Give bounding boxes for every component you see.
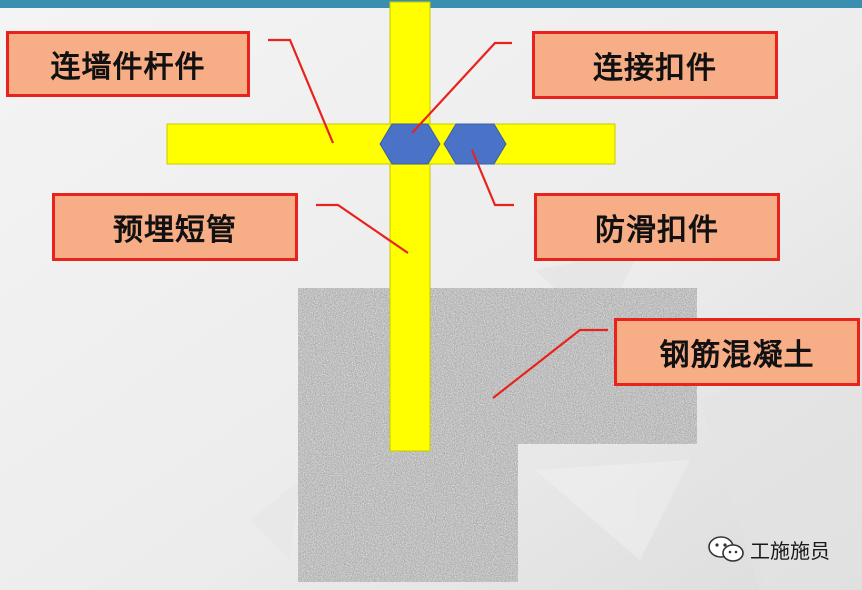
background-decor: [250, 250, 862, 590]
coupling-fastener-shape: [379, 123, 441, 165]
leader-line-anti-slip-fastener: [470, 149, 514, 207]
watermark: 工施施员: [706, 534, 830, 564]
anti-slip-fastener-shape: [443, 123, 507, 165]
leader-line-coupling-fastener: [411, 41, 512, 134]
label-embedded-short-pipe: 预埋短管: [52, 193, 298, 261]
wechat-icon: [708, 536, 744, 562]
leader-line-wall-tie: [268, 38, 335, 144]
label-wall-tie-member: 连墙件杆件: [6, 31, 250, 97]
watermark-text: 工施施员: [750, 538, 830, 563]
label-coupling-fastener: 连接扣件: [532, 31, 778, 99]
embedded-short-pipe: [389, 1, 431, 452]
leader-line-concrete: [492, 328, 608, 399]
leader-line-embedded-pipe: [316, 203, 409, 254]
top-border: [0, 0, 862, 8]
label-anti-slip-fastener: 防滑扣件: [534, 193, 780, 261]
label-reinforced-concrete: 钢筋混凝土: [614, 318, 860, 386]
